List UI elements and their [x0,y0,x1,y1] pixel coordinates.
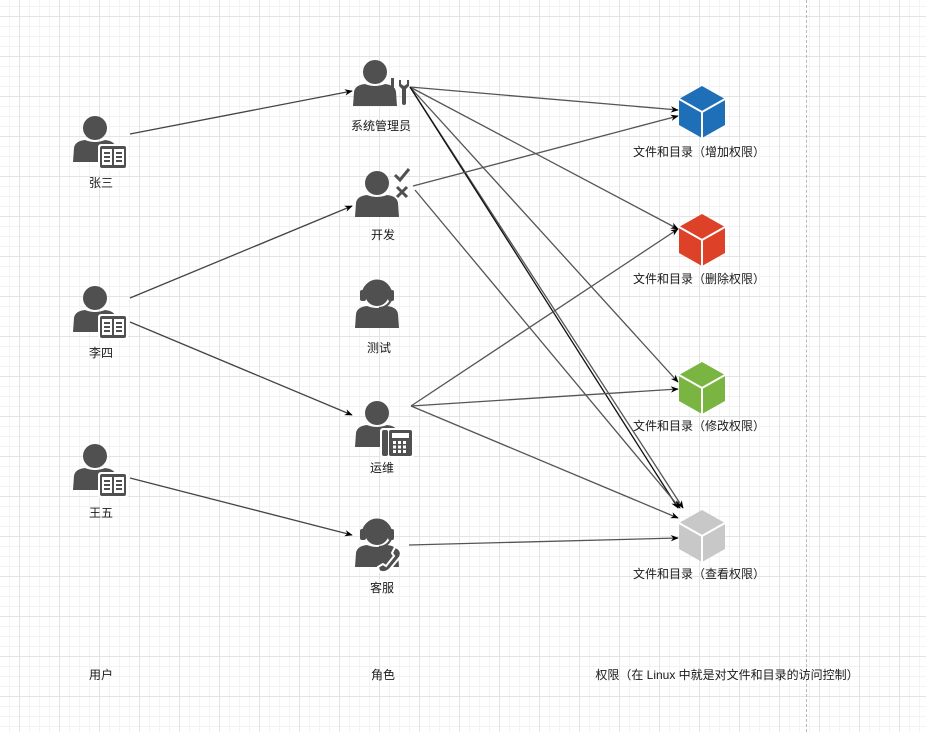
person-head [83,116,107,140]
cube-icon [678,510,726,562]
user-node-zhangsan[interactable] [73,116,128,170]
edge-sysadmin-view[interactable] [409,86,679,509]
role-node-ops[interactable] [355,401,414,458]
role-node-dev[interactable] [355,168,411,217]
user-phone-icon [355,401,414,458]
edge-wangwu-cs[interactable] [129,477,353,537]
person-head [83,444,107,468]
user-node-wangwu[interactable] [73,444,128,498]
user-node-lisi[interactable] [73,286,128,340]
person-head [365,282,389,306]
person-head [365,401,389,425]
edge-ops-delete[interactable] [410,228,679,407]
permission-node-delete[interactable] [678,214,726,266]
role-node-cs[interactable] [355,518,402,574]
edge-lisi-ops[interactable] [129,321,353,416]
role-label-ops: 运维 [369,461,395,475]
permission-label-add: 文件和目录（增加权限） [632,145,766,159]
user-headset-phone-icon [355,518,402,574]
role-node-sysadmin[interactable] [353,60,409,106]
cube-icon [678,362,726,414]
person-head [365,521,389,545]
edge-cs-view[interactable] [408,534,679,546]
permission-label-delete: 文件和目录（删除权限） [632,272,766,286]
edge-dev-add[interactable] [412,114,679,187]
person-head [363,60,387,84]
cube-icon [678,214,726,266]
role-node-test[interactable] [355,279,399,328]
column-title-users: 用户 [88,668,114,682]
user-tools-icon [353,60,409,106]
edge-sysadmin-delete[interactable] [409,86,679,230]
column-title-roles: 角色 [370,668,396,682]
edge-zhangsan-sysadmin[interactable] [129,89,353,135]
permission-node-add[interactable] [678,86,726,138]
nodes-layer [73,60,726,574]
edge-ops-modify[interactable] [410,386,679,407]
person-body [355,545,399,567]
edge-sysadmin-add[interactable] [409,86,679,113]
permission-label-modify: 文件和目录（修改权限） [632,419,766,433]
column-title-permissions: 权限（在 Linux 中就是对文件和目录的访问控制） [595,668,859,682]
user-book-icon [73,116,128,170]
edge-dev-view[interactable] [414,189,681,509]
user-check-cross-icon [355,168,411,217]
role-label-sysadmin: 系统管理员 [350,119,412,133]
user-label-zhangsan: 张三 [88,176,114,190]
permission-label-view: 文件和目录（查看权限） [632,567,766,581]
edge-ops-view[interactable] [410,405,679,519]
edge-sysadmin-modify[interactable] [409,86,679,383]
edge-lisi-dev[interactable] [129,205,353,299]
person-body [355,306,399,328]
user-headset-icon [355,279,399,328]
page-boundary-dashed-line [806,0,807,732]
cube-icon [678,86,726,138]
user-book-icon [73,286,128,340]
role-label-test: 测试 [366,341,392,355]
person-body [355,195,399,217]
person-head [365,171,389,195]
person-head [83,286,107,310]
permission-node-view[interactable] [678,510,726,562]
role-label-dev: 开发 [370,228,396,242]
user-label-lisi: 李四 [88,346,114,360]
role-label-cs: 客服 [369,581,395,595]
person-body [353,84,397,106]
edge-sysadmin-view[interactable] [409,86,684,509]
permission-node-modify[interactable] [678,362,726,414]
user-label-wangwu: 王五 [88,506,114,520]
edges-layer [129,86,684,546]
user-book-icon [73,444,128,498]
